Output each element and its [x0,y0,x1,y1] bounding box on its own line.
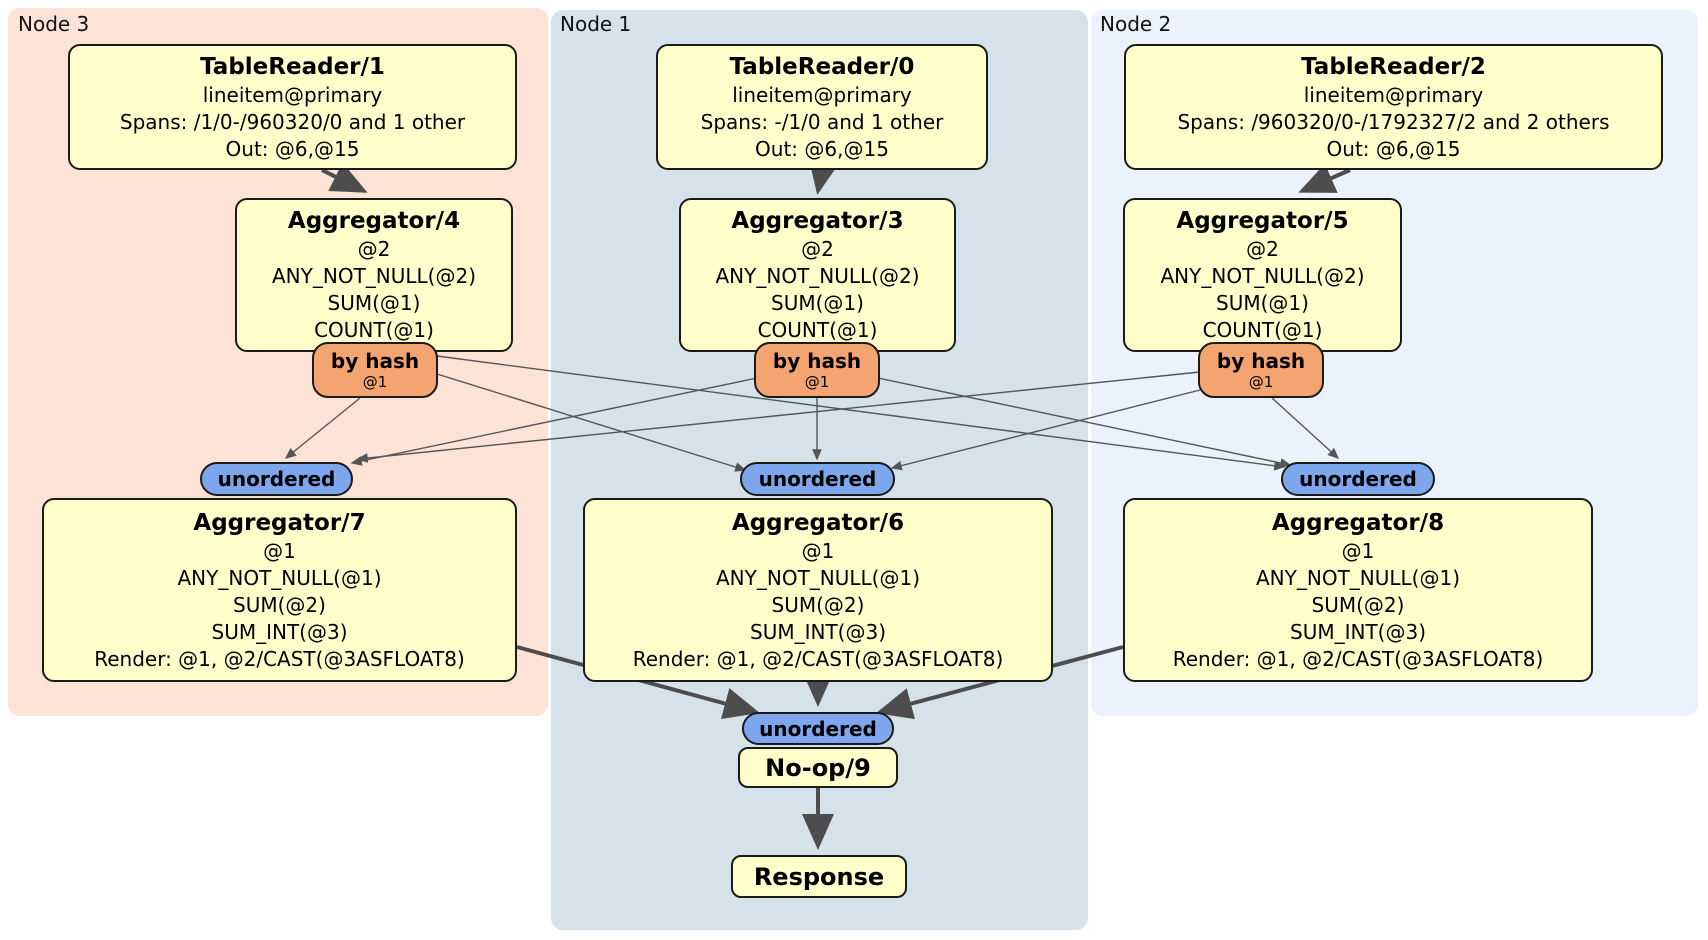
processor-aggregator-3: Aggregator/3 @2 ANY_NOT_NULL(@2) SUM(@1)… [679,198,956,352]
sync-unordered-right: unordered [1281,462,1435,496]
processor-detail: ANY_NOT_NULL(@2) [272,264,476,288]
processor-detail: lineitem@primary [732,82,912,107]
processor-detail: lineitem@primary [202,82,383,107]
processor-detail: SUM_INT(@3) [211,619,348,644]
processor-detail: Out: @6,@15 [225,136,360,161]
processor-detail: @2 [801,237,834,261]
router-by-hash-3: by hash @1 [754,342,880,398]
processor-title: TableReader/1 [200,53,385,80]
sync-unordered-left: unordered [200,462,353,496]
processor-title: Response [753,862,885,891]
processor-noop-9: No-op/9 [738,747,898,788]
processor-detail: Render: @1, @2/CAST(@3ASFLOAT8) [1172,646,1544,671]
processor-detail: Render: @1, @2/CAST(@3ASFLOAT8) [94,646,465,671]
processor-detail: SUM(@1) [327,291,421,315]
processor-title: No-op/9 [765,753,871,782]
processor-detail: @1 [263,538,296,563]
processor-title: TableReader/0 [729,53,915,80]
router-label: by hash [772,349,862,373]
processor-detail: COUNT(@1) [314,318,434,342]
processor-detail: ANY_NOT_NULL(@1) [177,565,382,590]
processor-tablereader-2: TableReader/2 lineitem@primary Spans: /9… [1124,44,1663,170]
processor-aggregator-4: Aggregator/4 @2 ANY_NOT_NULL(@2) SUM(@1)… [235,198,513,352]
node-group-2-label: Node 2 [1100,12,1172,36]
processor-detail: @1 [801,538,835,563]
sync-unordered-bottom: unordered [742,712,894,745]
processor-aggregator-8: Aggregator/8 @1 ANY_NOT_NULL(@1) SUM(@2)… [1123,498,1593,682]
router-by-hash-5: by hash @1 [1198,342,1324,398]
node-group-1-label: Node 1 [560,12,632,36]
processor-detail: ANY_NOT_NULL(@1) [1256,565,1460,590]
processor-detail: SUM_INT(@3) [750,619,886,644]
processor-detail: Spans: /1/0-/960320/0 and 1 other [119,109,466,134]
router-detail: @1 [362,373,388,391]
router-detail: @1 [804,373,830,391]
processor-detail: SUM_INT(@3) [1290,619,1426,644]
processor-detail: @2 [357,237,391,261]
processor-tablereader-1: TableReader/1 lineitem@primary Spans: /1… [68,44,517,170]
processor-detail: Spans: /960320/0-/1792327/2 and 2 others [1177,109,1610,134]
processor-detail: SUM(@2) [233,592,326,617]
processor-detail: lineitem@primary [1303,82,1484,107]
processor-title: Aggregator/7 [193,509,366,536]
processor-detail: @1 [1341,538,1375,563]
processor-detail: Out: @6,@15 [1326,136,1461,161]
node-group-3-label: Node 3 [18,12,90,36]
processor-detail: SUM(@2) [1311,592,1405,617]
router-label: by hash [330,349,420,373]
processor-detail: COUNT(@1) [1202,318,1323,342]
router-detail: @1 [1248,373,1274,391]
processor-aggregator-7: Aggregator/7 @1 ANY_NOT_NULL(@1) SUM(@2)… [42,498,517,682]
processor-detail: Render: @1, @2/CAST(@3ASFLOAT8) [632,646,1004,671]
processor-detail: Out: @6,@15 [755,136,889,161]
processor-aggregator-5: Aggregator/5 @2 ANY_NOT_NULL(@2) SUM(@1)… [1123,198,1402,352]
sync-label: unordered [759,716,877,741]
processor-title: Aggregator/8 [1271,509,1445,536]
processor-response: Response [731,855,907,898]
processor-title: TableReader/2 [1301,53,1486,80]
sync-label: unordered [1299,467,1417,491]
sync-unordered-center: unordered [740,462,895,496]
router-label: by hash [1216,349,1306,373]
processor-detail: SUM(@1) [771,291,864,315]
processor-detail: @2 [1246,237,1279,261]
processor-title: Aggregator/6 [731,509,905,536]
processor-title: Aggregator/5 [1176,208,1349,234]
processor-detail: ANY_NOT_NULL(@2) [1160,264,1365,288]
processor-title: Aggregator/4 [287,208,461,234]
sync-label: unordered [758,467,877,491]
sync-label: unordered [217,467,336,491]
processor-detail: ANY_NOT_NULL(@2) [715,264,920,288]
processor-detail: ANY_NOT_NULL(@1) [716,565,920,590]
processor-title: Aggregator/3 [731,208,904,234]
processor-detail: SUM(@1) [1216,291,1309,315]
processor-aggregator-6: Aggregator/6 @1 ANY_NOT_NULL(@1) SUM(@2)… [583,498,1053,682]
processor-detail: COUNT(@1) [757,318,878,342]
processor-detail: SUM(@2) [771,592,865,617]
router-by-hash-4: by hash @1 [312,342,438,398]
processor-tablereader-0: TableReader/0 lineitem@primary Spans: -/… [656,44,988,170]
processor-detail: Spans: -/1/0 and 1 other [700,109,944,134]
